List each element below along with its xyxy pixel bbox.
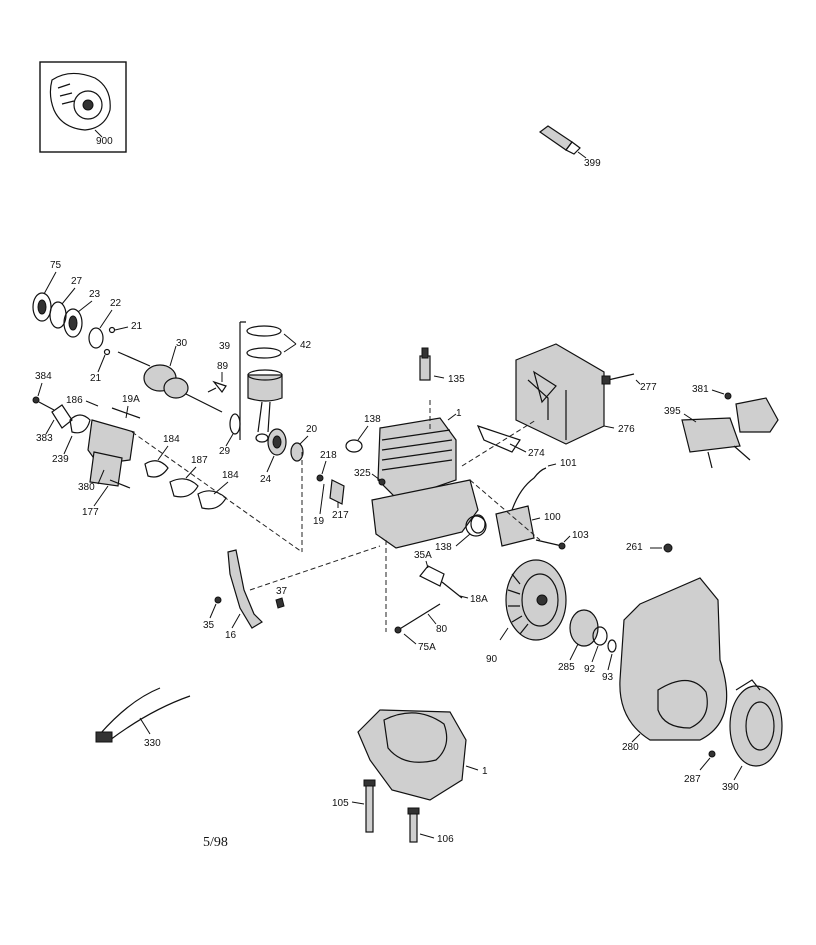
- label-380: 380: [78, 482, 95, 493]
- label-105: 105: [332, 798, 349, 809]
- bolt-277: [601, 373, 641, 385]
- recoil-starter-390: [699, 679, 783, 781]
- label-186: 186: [66, 395, 83, 406]
- label-22: 22: [110, 298, 122, 309]
- label-103: 103: [572, 530, 589, 541]
- label-261: 261: [626, 542, 643, 553]
- label-21a: 21: [131, 321, 143, 332]
- label-280: 280: [622, 742, 639, 753]
- spark-plug-135: [419, 347, 445, 381]
- gaskets-138: [345, 439, 486, 534]
- label-27: 27: [71, 276, 83, 287]
- bracket-16: [214, 549, 285, 629]
- label-24: 24: [260, 474, 272, 485]
- label-184b: 184: [222, 470, 239, 481]
- label-19: 19: [313, 516, 325, 527]
- label-21b: 21: [90, 373, 102, 384]
- engine-cylinder-1: [371, 413, 487, 549]
- label-383: 383: [36, 433, 53, 444]
- label-92: 92: [584, 664, 596, 675]
- label-20: 20: [306, 424, 318, 435]
- label-16: 16: [225, 630, 237, 641]
- date-code: 5/98: [203, 835, 228, 850]
- label-217: 217: [332, 510, 349, 521]
- label-101: 101: [560, 458, 577, 469]
- label-19a: 19A: [122, 394, 140, 405]
- label-90: 90: [486, 654, 498, 665]
- label-138b: 138: [435, 542, 452, 553]
- label-381: 381: [692, 384, 709, 395]
- label-395: 395: [664, 406, 681, 417]
- label-42: 42: [300, 340, 312, 351]
- gasket-274: [476, 425, 527, 453]
- label-1a: 1: [456, 408, 462, 419]
- label-23: 23: [89, 289, 101, 300]
- label-239: 239: [52, 454, 69, 465]
- label-93: 93: [602, 672, 614, 683]
- label-138a: 138: [364, 414, 381, 425]
- assembly-lines: [131, 400, 541, 632]
- label-276: 276: [618, 424, 635, 435]
- label-1b: 1: [482, 766, 488, 777]
- label-900: 900: [96, 136, 113, 147]
- governor-linkage: [394, 565, 463, 634]
- label-177: 177: [82, 507, 99, 518]
- piston-assembly: [207, 321, 297, 443]
- ignition-coil: [495, 463, 566, 550]
- crankcase-1: [357, 709, 479, 801]
- label-218: 218: [320, 450, 337, 461]
- muffler-276: [515, 343, 615, 445]
- label-184a: 184: [163, 434, 180, 445]
- starter-cup: [569, 609, 617, 653]
- label-384: 384: [35, 371, 52, 382]
- bolts-105-106: [363, 779, 420, 843]
- blower-housing-280: [619, 543, 728, 743]
- label-399: 399: [584, 158, 601, 169]
- label-330: 330: [144, 738, 161, 749]
- flywheel-90: [499, 559, 567, 641]
- bearings: [229, 413, 304, 462]
- label-106: 106: [437, 834, 454, 845]
- label-18a: 18A: [470, 594, 488, 605]
- label-187: 187: [191, 455, 208, 466]
- tube-399: 399: [538, 125, 601, 169]
- label-287: 287: [684, 774, 701, 785]
- label-285: 285: [558, 662, 575, 673]
- label-35a: 35A: [414, 550, 432, 561]
- label-100: 100: [544, 512, 561, 523]
- label-29: 29: [219, 446, 231, 457]
- label-37: 37: [276, 586, 288, 597]
- label-277: 277: [640, 382, 657, 393]
- label-80: 80: [436, 624, 448, 635]
- seal-stack: [32, 292, 116, 356]
- label-75a: 75A: [418, 642, 436, 653]
- small-parts-218-217: [316, 474, 386, 505]
- label-75: 75: [50, 260, 62, 271]
- label-35: 35: [203, 620, 215, 631]
- crankshaft-30: [117, 345, 223, 413]
- label-89: 89: [217, 361, 229, 372]
- label-30: 30: [176, 338, 188, 349]
- label-135: 135: [448, 374, 465, 385]
- wire-harness-330: [95, 687, 191, 743]
- inset-part-900: 900: [39, 61, 127, 153]
- label-39: 39: [219, 341, 231, 352]
- carburetor-group: [32, 396, 227, 510]
- label-274: 274: [528, 448, 545, 459]
- label-390: 390: [722, 782, 739, 793]
- label-325: 325: [354, 468, 371, 479]
- electric-starter: [681, 392, 779, 469]
